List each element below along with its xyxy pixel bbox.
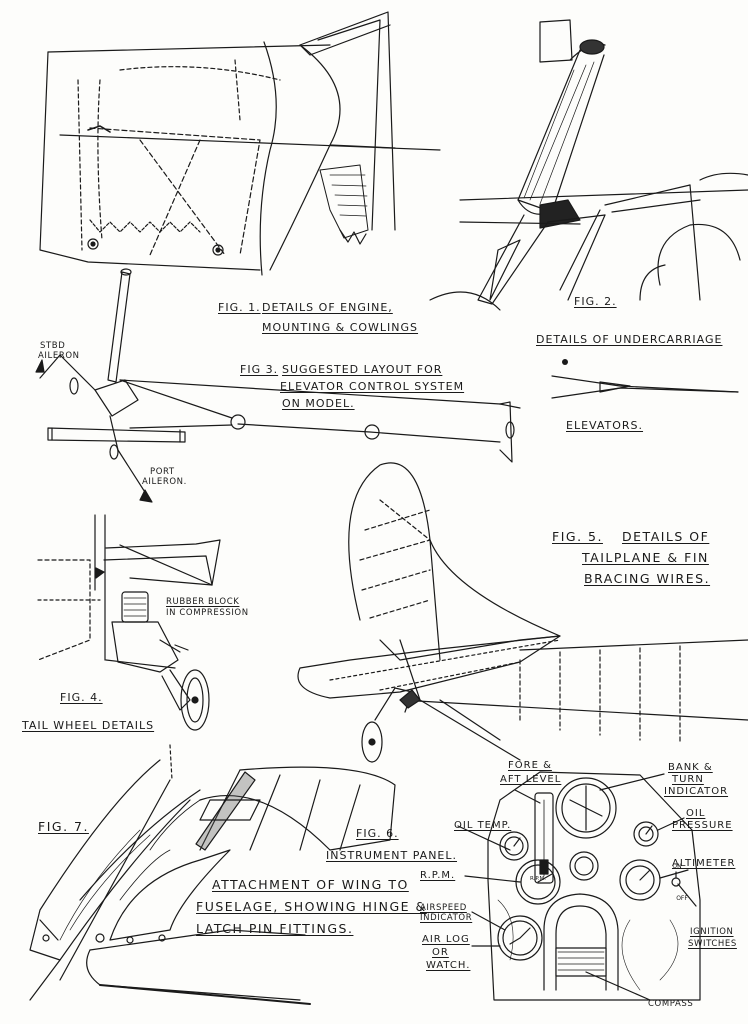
fore-aft-level-label-1: FORE & [508,760,552,771]
bank-turn-label-3: INDICATOR [664,786,729,797]
stbd-aileron-label-2: AILERON [38,351,80,361]
fig2-title: FIG. 2. [574,295,617,308]
air-log-label-3: WATCH. [426,960,471,971]
fig5-tailplane-fin-drawing [297,462,748,763]
ignition-switches-label-1: IGNITION [690,927,734,937]
fig7-caption-line2: FUSELAGE, SHOWING HINGE & [196,899,427,914]
ignition-switches-label-2: SWITCHES [688,939,737,949]
ignition-on-text: ON [672,863,681,870]
fig1-caption-line2: MOUNTING & COWLINGS [262,321,419,334]
bank-turn-label-2: TURN [672,774,704,785]
fig3-caption-line2: ELEVATOR CONTROL SYSTEM [280,380,465,393]
compass-label: COMPASS [648,999,694,1009]
air-log-label-2: OR [432,947,449,958]
fig7-caption-line3: LATCH PIN FITTINGS. [196,921,354,936]
airspeed-label-1: AIRSPEED [420,903,467,913]
oil-temp-label: OIL TEMP. [454,820,512,831]
fig6-instrument-panel-drawing [457,771,701,1001]
fig2-caption: DETAILS OF UNDERCARRIAGE [536,333,723,346]
rpm-label: R.P.M. [420,870,456,881]
fig5-caption-line3: BRACING WIRES. [584,571,711,586]
oil-pressure-label-2: PRESSURE [672,820,733,831]
fig3-title: FIG 3. [240,363,279,376]
elevators-label: ELEVATORS. [566,419,644,432]
fig3-caption-line3: ON MODEL. [282,397,355,410]
fig7-caption-line1: ATTACHMENT OF WING TO [212,877,409,892]
port-aileron-label-1: PORT [150,467,175,477]
fig3-elevator-control-drawing [35,268,739,503]
ignition-off-text: OFF [676,895,688,902]
fig5-title: FIG. 5. [552,529,603,544]
fore-aft-level-label-2: AFT LEVEL [500,774,562,785]
airspeed-label-2: INDICATOR [420,913,473,923]
fig1-engine-drawing [39,11,441,276]
air-log-label-1: AIR LOG [422,934,470,945]
bank-turn-label-1: BANK & [668,762,713,773]
rubber-block-label-1: RUBBER BLOCK [166,597,240,607]
fig2-undercarriage-drawing [429,19,748,311]
fig7-title: FIG. 7. [38,819,89,834]
fig1-caption-line1: DETAILS OF ENGINE, [262,301,393,314]
fig4-title: FIG. 4. [60,691,103,704]
fig6-title: FIG. 6. [356,827,399,840]
fig5-caption-line2: TAILPLANE & FIN [582,550,709,565]
altimeter-label: ALTIMETER [672,858,736,869]
stbd-aileron-label-1: STBD [40,341,66,351]
rpm-dial-text: R.P.M. [530,876,546,882]
rubber-block-label-2: IN COMPRESSION [166,608,249,618]
oil-pressure-label-1: OIL [686,808,706,819]
fig4-caption: TAIL WHEEL DETAILS [22,719,155,732]
fig4-tail-wheel-drawing [37,514,221,731]
port-aileron-label-2: AILERON. [142,477,187,487]
fig1-title: FIG. 1. [218,301,261,314]
fig7-wing-attachment-drawing [29,744,396,1005]
fig5-caption-line1: DETAILS OF [622,529,710,544]
fig3-caption-line1: SUGGESTED LAYOUT FOR [282,363,443,376]
fig6-caption: INSTRUMENT PANEL. [326,849,458,862]
